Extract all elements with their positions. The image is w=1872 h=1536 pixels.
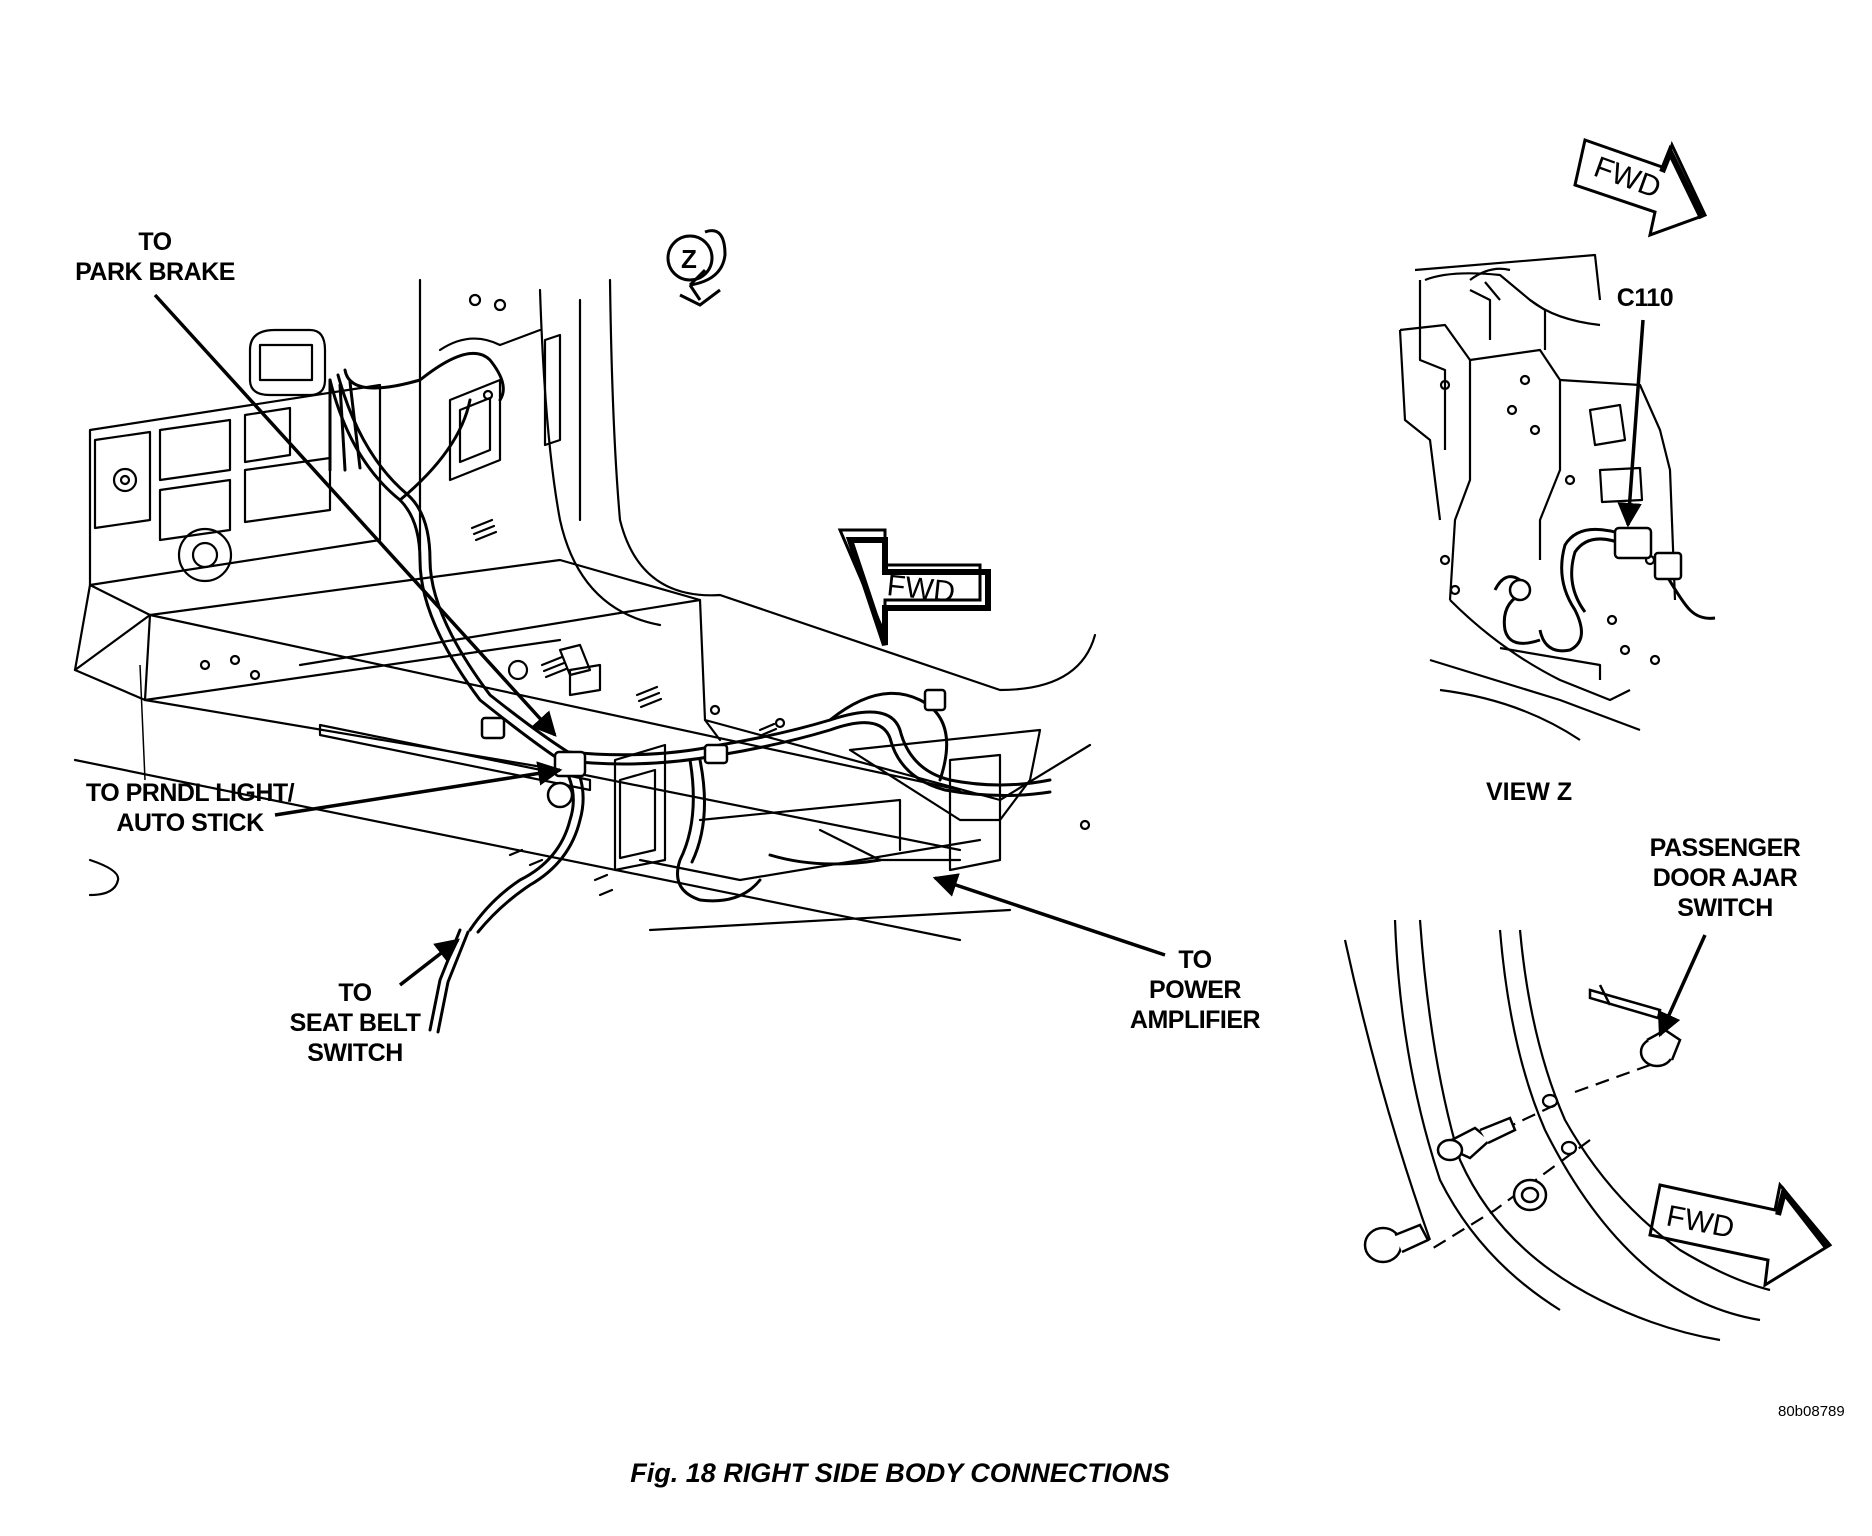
- fwd-arrow-main: FWD: [837, 528, 991, 646]
- view-z-leader: [1617, 319, 1645, 528]
- leader-lines: [139, 293, 1166, 987]
- callout-door-ajar-line2: DOOR AJAR: [1652, 864, 1798, 892]
- callout-door-ajar: PASSENGER DOOR AJAR SWITCH: [1630, 833, 1820, 923]
- view-z-marker-letter: Z: [681, 244, 697, 274]
- callout-prndl-line2: AUTO STICK: [116, 809, 264, 837]
- main-connectors: [480, 688, 947, 809]
- view-z-marker: Z: [666, 229, 727, 307]
- callout-c110-text: C110: [1616, 284, 1674, 312]
- callout-seat-belt: TO SEAT BELT SWITCH: [270, 978, 440, 1068]
- main-body-structure: [73, 278, 1097, 942]
- callout-seat-belt-line2: SEAT BELT: [289, 1009, 421, 1037]
- view-z-inset: [1398, 253, 1677, 741]
- callout-power-amplifier: TO POWER AMPLIFIER: [1110, 945, 1280, 1035]
- callout-seat-belt-line1: TO: [338, 979, 372, 1007]
- fwd-label-main: FWD: [885, 569, 956, 609]
- callout-park-brake-line2: PARK BRAKE: [75, 258, 235, 286]
- view-z-label: VIEW Z: [1486, 778, 1573, 806]
- callout-park-brake-line1: TO: [138, 228, 172, 256]
- callout-seat-belt-line3: SWITCH: [307, 1039, 403, 1067]
- door-ajar-leader: [1657, 934, 1707, 1038]
- callout-door-ajar-line3: SWITCH: [1677, 894, 1773, 922]
- fwd-arrow-door: FWD: [1648, 1181, 1833, 1288]
- door-ajar-parts: [1363, 984, 1682, 1264]
- door-ajar-inset: [1343, 919, 1771, 1342]
- fwd-label-door: FWD: [1664, 1199, 1737, 1244]
- main-wire-harness: [328, 351, 1052, 1034]
- fwd-arrow-view-z: FWD: [1573, 138, 1708, 238]
- figure-caption: Fig. 18 RIGHT SIDE BODY CONNECTIONS: [630, 1458, 1170, 1488]
- callout-door-ajar-line1: PASSENGER: [1649, 834, 1801, 862]
- c110-connector: [1508, 526, 1683, 602]
- fwd-label-view-z: FWD: [1590, 151, 1665, 205]
- callout-c110: C110: [1600, 283, 1690, 313]
- figure-code: 80b08789: [1778, 1403, 1845, 1420]
- callout-prndl-line1: TO PRNDL LIGHT/: [85, 779, 295, 807]
- callout-power-amp-line3: AMPLIFIER: [1129, 1006, 1261, 1034]
- callout-park-brake: TO PARK BRAKE: [55, 227, 255, 287]
- callout-power-amp-line2: POWER: [1149, 976, 1241, 1004]
- callout-power-amp-line1: TO: [1178, 946, 1212, 974]
- callout-prndl-light: TO PRNDL LIGHT/ AUTO STICK: [70, 778, 310, 838]
